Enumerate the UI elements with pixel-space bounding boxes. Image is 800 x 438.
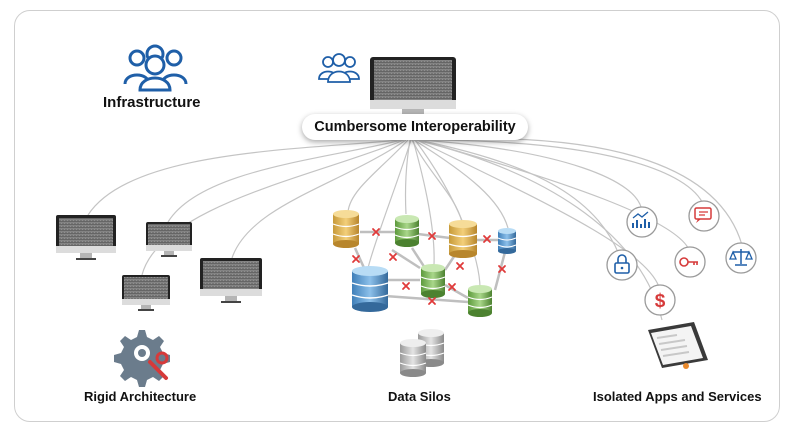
monitor-4	[122, 275, 170, 311]
isolated-apps-label: Isolated Apps and Services	[593, 389, 762, 404]
analytics-icon	[626, 206, 658, 238]
key-icon	[674, 246, 706, 278]
interoperability-pill: Cumbersome Interoperability	[302, 114, 528, 140]
central-monitor	[370, 57, 456, 117]
monitor-2	[146, 222, 192, 257]
database-green-2	[420, 264, 446, 298]
lock-icon	[606, 249, 638, 281]
monitor-1	[56, 215, 116, 260]
database-green-1	[394, 215, 420, 247]
scales-icon	[725, 242, 757, 274]
svg-text:$: $	[655, 291, 666, 312]
interoperability-label: Cumbersome Interoperability	[314, 119, 516, 135]
data-silos-icon	[399, 329, 445, 377]
database-gold-1	[332, 210, 360, 248]
database-blue-large	[351, 266, 389, 312]
infrastructure-label: Infrastructure	[103, 94, 201, 111]
gear-wrench-icon	[114, 330, 170, 387]
data-silos-label: Data Silos	[388, 389, 451, 404]
users-icon	[318, 53, 360, 83]
broken-link-marks	[352, 228, 506, 305]
database-blue-small	[497, 228, 517, 254]
database-gold-2	[448, 220, 478, 258]
chat-icon	[688, 200, 720, 232]
team-icon	[123, 44, 188, 92]
tablet-icon	[648, 322, 708, 369]
database-green-3	[467, 285, 493, 317]
monitor-3	[200, 258, 262, 303]
connection-lines	[87, 137, 743, 321]
rigid-architecture-label: Rigid Architecture	[84, 389, 197, 404]
dollar-icon: $	[644, 284, 676, 316]
